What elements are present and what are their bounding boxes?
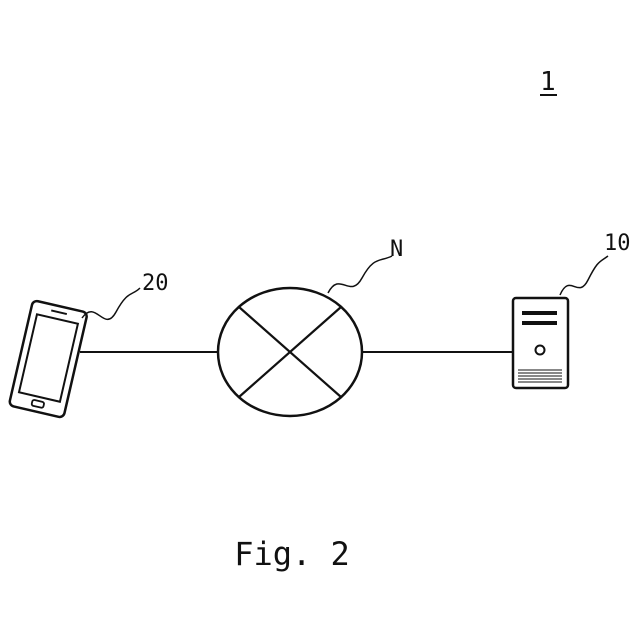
phone-leader-line — [82, 288, 140, 319]
smartphone-icon — [9, 300, 88, 418]
server-label: 10 — [604, 231, 631, 256]
network-label: N — [390, 237, 403, 262]
system-label: 1 — [540, 67, 556, 97]
phone-label: 20 — [142, 271, 169, 296]
network-leader-line — [328, 256, 392, 293]
figure-caption: Fig. 2 — [234, 535, 350, 573]
server-drive-bay-1 — [522, 311, 557, 315]
system-reference: 1 — [540, 67, 557, 97]
server-leader-line — [560, 256, 608, 295]
server-drive-bay-2 — [522, 321, 557, 325]
network-switch-icon — [218, 288, 362, 416]
server-icon — [513, 298, 568, 388]
